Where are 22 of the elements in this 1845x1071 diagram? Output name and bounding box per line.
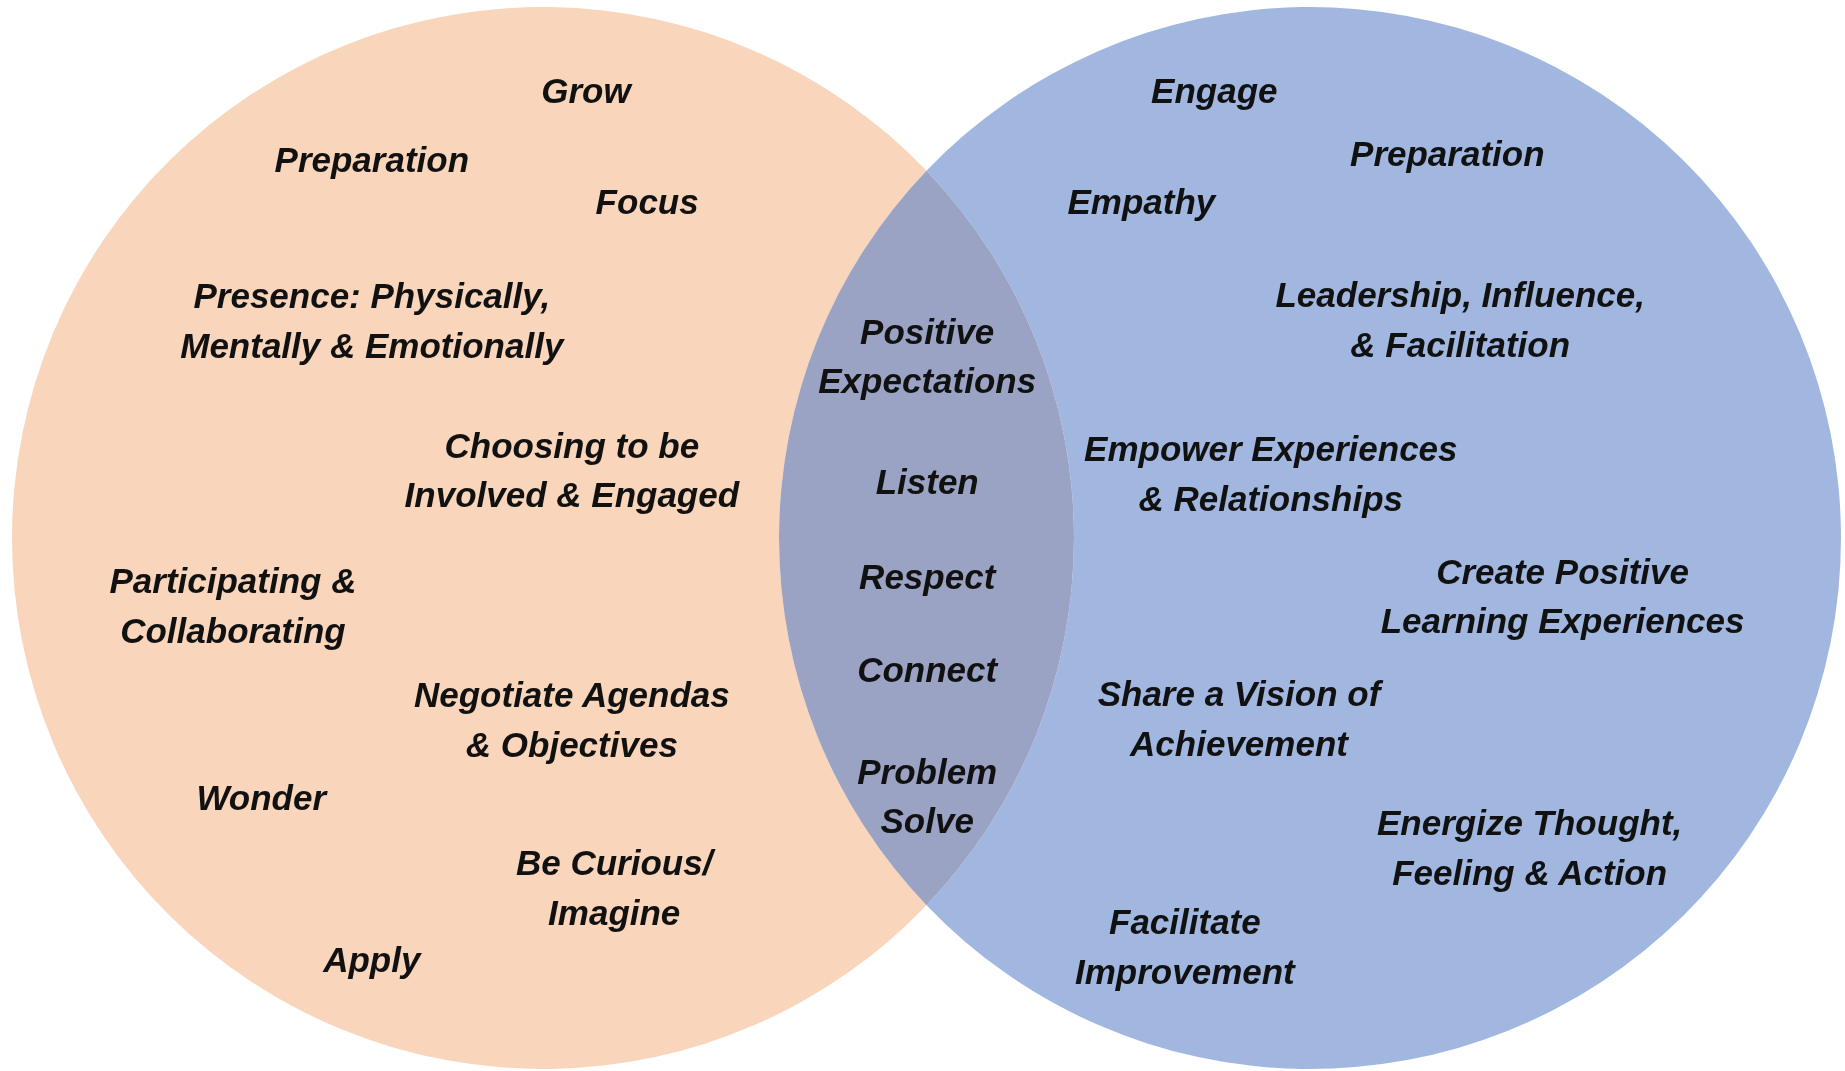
venn-item-text: Leadership, Influence, & Facilitation <box>1275 274 1645 367</box>
venn-item-text: Participating & Collaborating <box>109 560 357 652</box>
venn-item-text: Negotiate Agendas & Objectives <box>414 674 730 767</box>
venn-item-text: Empathy <box>1067 181 1216 224</box>
venn-item-text: Problem Solve <box>857 750 998 843</box>
venn-item-text: Preparation <box>274 139 470 182</box>
venn-item-text: Presence: Physically, Mentally & Emotionally <box>180 275 564 368</box>
venn-item-text: Grow <box>541 69 631 112</box>
venn-item-text: Respect <box>859 555 996 598</box>
venn-item-text: Preparation <box>1350 133 1545 176</box>
venn-item-text: Positive Expectations <box>818 310 1037 403</box>
venn-item-text: Listen <box>875 461 979 504</box>
venn-item-text: Engage <box>1151 69 1278 112</box>
venn-item-text: Empower Experiences & Relationships <box>1084 428 1458 521</box>
venn-item-text: Focus <box>595 181 699 224</box>
venn-item-text: Energize Thought, Feeling & Action <box>1377 802 1683 895</box>
venn-item-text: Connect <box>857 648 998 691</box>
venn-item-text: Wonder <box>196 776 326 819</box>
venn-item-text: Apply <box>323 939 421 982</box>
venn-item-text: Facilitate Improvement <box>1075 901 1295 994</box>
venn-item-text: Choosing to be Involved & Engaged <box>404 424 740 517</box>
venn-item-text: Create Positive Learning Experiences <box>1380 550 1745 643</box>
